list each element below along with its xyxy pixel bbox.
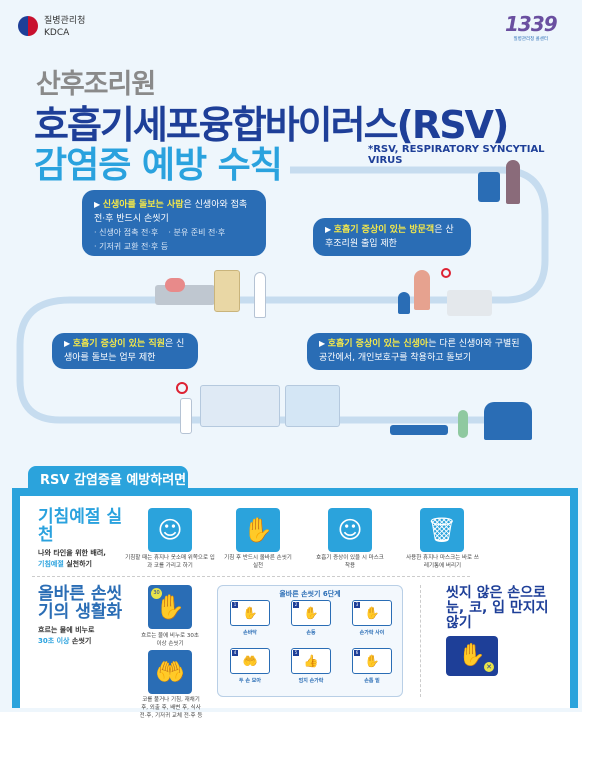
handwash-section: 올바른 손씻기의 생활화 흐르는 물에 비누로 30초 이상 손씻기 — [38, 585, 128, 647]
step-number: 4 — [232, 650, 238, 656]
prevention-tab: RSV 감염증을 예방하려면 — [28, 466, 188, 488]
rule-text: 은 산후조리원 출입 제한 — [325, 225, 454, 249]
step-number: 2 — [293, 602, 299, 608]
vertical-divider — [420, 585, 421, 697]
kdca-emblem-icon — [18, 16, 38, 36]
title-line2: 호흡기세포융합바이러스(RSV) — [34, 103, 509, 147]
step-label: 엄지 손가락 — [298, 678, 324, 684]
nurse-figure — [180, 398, 192, 434]
org-name-ko: 질병관리청 — [44, 16, 86, 26]
rule-bubble-staff: ▶ 호흡기 증상이 있는 직원은 신생아를 돌보는 업무 제한 — [52, 333, 198, 369]
path-road — [16, 166, 549, 424]
step-label: 손등 — [306, 630, 316, 636]
timer-label: 30 — [151, 588, 162, 599]
title-line3: 감염증 예방 수칙 — [34, 145, 283, 186]
cough-caption: 사용한 휴지나 마스크는 바로 쓰레기통에 버리기 — [406, 555, 479, 569]
rule-text: 는 다른 신생아와 구별된 공간에서, 개인보호구를 착용하고 돌보기 — [319, 339, 520, 363]
step-label: 두 손 모아 — [239, 678, 261, 684]
step-label: 손톱 밑 — [364, 678, 380, 684]
rule-highlight: 호흡기 증상이 있는 방문객 — [333, 225, 435, 235]
title-footnote: *RSV, RESPIRATORY SYNCYTIAL VIRUS — [368, 144, 545, 166]
no-entry-icon-2 — [176, 382, 188, 394]
nursery-room-illustration — [200, 385, 280, 427]
step-number: 5 — [293, 650, 299, 656]
rule-text: 은 신생아를 돌보는 업무 제한 — [64, 339, 185, 363]
step-5: 5👍 — [291, 648, 331, 674]
isolated-room-illustration — [285, 385, 340, 427]
rule-subitem: · 신생아 접촉 전·후 — [94, 228, 159, 237]
step-6: 6✋ — [352, 648, 392, 674]
poster: 질병관리청 KDCA 1339 질병관리청 콜센터 산후조리원 호흡기세포융합바… — [0, 0, 582, 719]
staff-figures — [484, 402, 532, 440]
mother-figure — [165, 278, 185, 292]
cough-heading: 기침예절 실천 — [38, 507, 123, 545]
step-label: 손바닥 — [243, 630, 257, 636]
step-number: 6 — [354, 650, 360, 656]
waiting-chairs-illustration — [390, 425, 448, 435]
step-4: 4🤲 — [230, 648, 270, 674]
rule-highlight: 호흡기 증상이 있는 신생아 — [327, 339, 429, 349]
cough-caption: 기침 후 반드시 올바른 손씻기 실천 — [224, 555, 292, 569]
cough-desc-highlight: 기침예절 — [38, 560, 64, 568]
rule-highlight: 신생아를 돌보는 사람 — [102, 200, 184, 210]
step-1: 1✋ — [230, 600, 270, 626]
plant-illustration — [458, 410, 468, 438]
step-2: 2✋ — [291, 600, 331, 626]
no-touch-heading: 씻지 않은 손으로 눈, 코, 입 만지지 않기 — [446, 585, 549, 631]
door-illustration — [214, 270, 240, 312]
cough-caption: 기침할 때는 휴지나 옷소매 위쪽으로 입과 코를 가리고 하기 — [125, 555, 215, 569]
cough-caption: 호흡기 증상이 있을 시 마스크 착용 — [316, 555, 384, 569]
visitor-woman-figure — [414, 270, 430, 310]
hotline-caption: 질병관리청 콜센터 — [513, 37, 549, 42]
handwash-caption: 흐르는 물에 비누로 30초 이상 손씻기 — [141, 633, 199, 647]
handwash-desc-highlight: 30초 이상 — [38, 637, 70, 645]
hospital-bed-illustration — [155, 285, 215, 305]
no-entry-icon — [441, 268, 451, 278]
no-face-touch-icon: ✋ ✕ — [446, 636, 498, 676]
hotline-number: 1339 — [505, 12, 558, 36]
father-figure — [506, 160, 520, 204]
handwash-steps-panel: 올바른 손씻기 6단계 1✋ 손바닥 2✋ 손등 3✋ 손가락 사이 4🤲 두 … — [217, 585, 403, 697]
cough-desc: 나와 타인을 위한 배려, — [38, 549, 106, 557]
rule-subitem: · 분유 준비 전·후 — [168, 228, 226, 237]
mask-icon: ☺ — [328, 508, 372, 552]
org-name-en: KDCA — [44, 28, 70, 38]
step-number: 3 — [354, 602, 360, 608]
trash-bin-icon: 🗑 — [420, 508, 464, 552]
rule-highlight: 호흡기 증상이 있는 직원 — [72, 339, 165, 349]
title-line1: 산후조리원 — [36, 69, 156, 100]
timer-handwash-icon: ✋ 30 — [148, 585, 192, 629]
hotline-logo: 1339 질병관리청 콜센터 — [505, 12, 558, 42]
cough-desc-suffix: 실천하기 — [63, 560, 92, 568]
cover-mouth-sleeve-icon: ☺ — [148, 508, 192, 552]
reception-desk-illustration — [447, 290, 492, 316]
handwash-desc: 흐르는 물에 비누로 — [38, 626, 95, 634]
rule-subitem: · 기저귀 교환 전·후 등 — [94, 242, 169, 251]
child-figure — [398, 292, 410, 314]
rule-bubble-visitor: ▶ 호흡기 증상이 있는 방문객은 산후조리원 출입 제한 — [313, 218, 471, 256]
x-mark-icon: ✕ — [484, 662, 494, 672]
rule-bubble-caregiver: ▶ 신생아를 돌보는 사람은 신생아와 접촉 전·후 반드시 손씻기 · 신생아… — [82, 190, 266, 256]
step-label: 손가락 사이 — [359, 630, 385, 636]
handwash-caption: 코를 풀거나 기침, 재채기 후, 외출 후, 배변 후, 식사 전·후, 기저… — [139, 697, 203, 719]
family-illustration — [478, 172, 500, 202]
doctor-figure — [254, 272, 266, 318]
step-number: 1 — [232, 602, 238, 608]
no-touch-section: 씻지 않은 손으로 눈, 코, 입 만지지 않기 ✋ ✕ — [446, 586, 550, 676]
handwash-heading: 올바른 손씻기의 생활화 — [38, 584, 123, 622]
rule-bubble-newborn: ▶ 호흡기 증상이 있는 신생아는 다른 신생아와 구별된 공간에서, 개인보호… — [307, 333, 532, 370]
handwash-desc-suffix: 손씻기 — [69, 637, 92, 645]
rule-text: 은 신생아와 접촉 전·후 반드시 손씻기 — [94, 200, 248, 224]
kdca-logo: 질병관리청 KDCA — [18, 14, 108, 40]
divider — [32, 576, 470, 577]
steps-title: 올바른 손씻기 6단계 — [279, 590, 341, 598]
soap-hands-icon: 🤲 — [148, 650, 192, 694]
cough-section: 기침예절 실천 나와 타인을 위한 배려, 기침예절 실천하기 — [38, 508, 128, 570]
step-3: 3✋ — [352, 600, 392, 626]
handwash-after-cough-icon: ✋ — [236, 508, 280, 552]
